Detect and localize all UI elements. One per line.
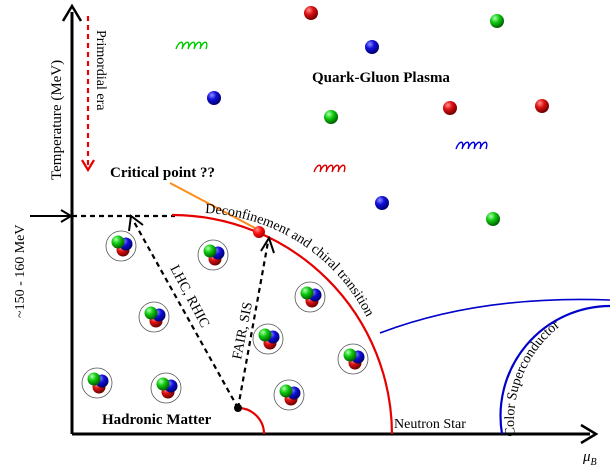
y-axis-arrowhead (61, 3, 83, 22)
hadron (150, 372, 182, 404)
hadron (105, 230, 137, 262)
quark-blue (375, 196, 389, 210)
quark-red (304, 6, 318, 20)
neutron-star-boundary (379, 298, 610, 334)
hadron (197, 239, 229, 271)
hadron (337, 343, 369, 375)
hadron (138, 301, 170, 333)
primordial-era-label: Primordial era (93, 30, 108, 111)
x-axis-arrowhead (580, 423, 599, 445)
hadron (81, 367, 113, 399)
critical-point-label: Critical point ?? (110, 165, 215, 181)
quark-green (490, 14, 504, 28)
primordial-era-arrowhead (81, 159, 95, 173)
critical-point-marker (253, 226, 265, 238)
phase-boundary-inner (237, 406, 266, 435)
temperature-marker-arrowhead (60, 209, 73, 223)
fair-arrowhead (260, 235, 275, 254)
fair-label: FAIR, SIS (230, 301, 256, 361)
quark-red (535, 99, 549, 113)
lhc-arrowhead (128, 214, 144, 232)
axes (61, 3, 599, 445)
hadron (294, 281, 326, 313)
quark-red (443, 101, 457, 115)
quark-green (324, 110, 338, 124)
origin-point (234, 404, 242, 412)
gluon-green (175, 41, 208, 50)
color-superconductor-label: Color Superconductor (503, 317, 563, 437)
fair-trajectory (236, 241, 270, 409)
free-quarks (207, 6, 549, 226)
y-axis-label: Temperature (MeV) (49, 60, 65, 180)
x-axis-label: μB (582, 449, 597, 468)
hadronic-matter-label: Hadronic Matter (102, 412, 212, 428)
hadrons (81, 230, 369, 411)
gluon-blue (455, 141, 488, 150)
transition-label: Deconfinement and chiral transition (205, 202, 377, 319)
quark-blue (365, 40, 379, 54)
gluon-red (313, 164, 346, 173)
hadron (252, 323, 284, 355)
neutron-star-label: Neutron Star (394, 417, 466, 432)
quark-blue (207, 91, 221, 105)
critical-point-pointer (169, 182, 256, 229)
quark-green (486, 212, 500, 226)
temperature-marker-label: ~150 - 160 MeV (13, 224, 28, 318)
qgp-label: Quark-Gluon Plasma (312, 70, 450, 86)
phase-boundary-main (171, 213, 394, 435)
hadron (273, 379, 305, 411)
color-superconductor-boundary (499, 304, 610, 435)
